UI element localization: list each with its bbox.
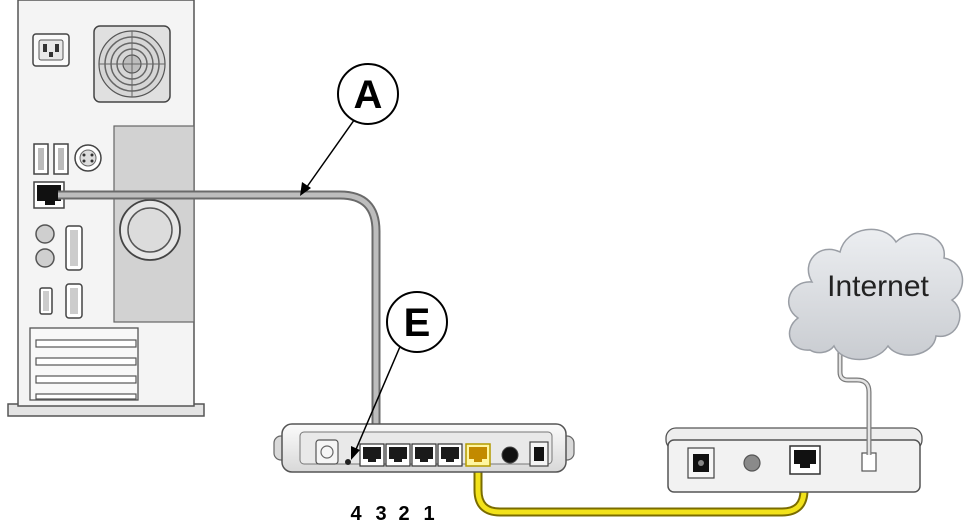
- serial-port-icon: [65, 225, 83, 271]
- router-power-jack-icon: [529, 441, 549, 467]
- lan-port-3-icon: [385, 443, 411, 467]
- usb-port-icon: [33, 143, 69, 175]
- port-number-1: 1: [423, 503, 434, 523]
- router-wps-button-icon: [501, 446, 519, 464]
- router-power-switch-icon: [315, 439, 339, 465]
- callout-e-label: E: [404, 301, 431, 345]
- lan-ports: [359, 443, 463, 467]
- modem: [665, 427, 923, 493]
- router: [273, 423, 575, 473]
- power-socket-icon: [32, 33, 70, 67]
- computer-tower: [7, 0, 205, 417]
- modem-reset-button-icon: [743, 454, 761, 472]
- callout-e: E: [351, 291, 448, 460]
- router-modem-cable: [473, 456, 809, 517]
- ps2-port-icon: [74, 144, 102, 172]
- port-number-4: 4: [350, 503, 362, 523]
- expansion-slots: [29, 327, 139, 401]
- video-port-icon: [39, 283, 83, 319]
- internet-label: Internet: [827, 270, 929, 303]
- callout-a: A: [300, 63, 399, 196]
- lan-port-4-icon: [359, 443, 385, 467]
- reset-button-icon: [345, 459, 351, 465]
- rear-knockout-icon: [119, 199, 181, 261]
- fan-grille-icon: [93, 25, 171, 103]
- callout-a-label: A: [354, 73, 383, 117]
- port-number-3: 3: [375, 503, 386, 523]
- internet-cloud-icon: [787, 228, 964, 361]
- lan-port-1-icon: [437, 443, 463, 467]
- audio-jack-icon: [35, 224, 55, 268]
- modem-line-port-icon: [861, 452, 877, 472]
- modem-ethernet-port-icon: [789, 445, 821, 475]
- modem-power-jack-icon: [687, 447, 715, 479]
- lan-port-2-icon: [411, 443, 437, 467]
- computer-router-cable: [58, 190, 381, 440]
- port-number-2: 2: [398, 503, 409, 523]
- router-internet-port-icon: [465, 443, 491, 467]
- lan-port-numbers: 4 3 2 1: [350, 503, 434, 523]
